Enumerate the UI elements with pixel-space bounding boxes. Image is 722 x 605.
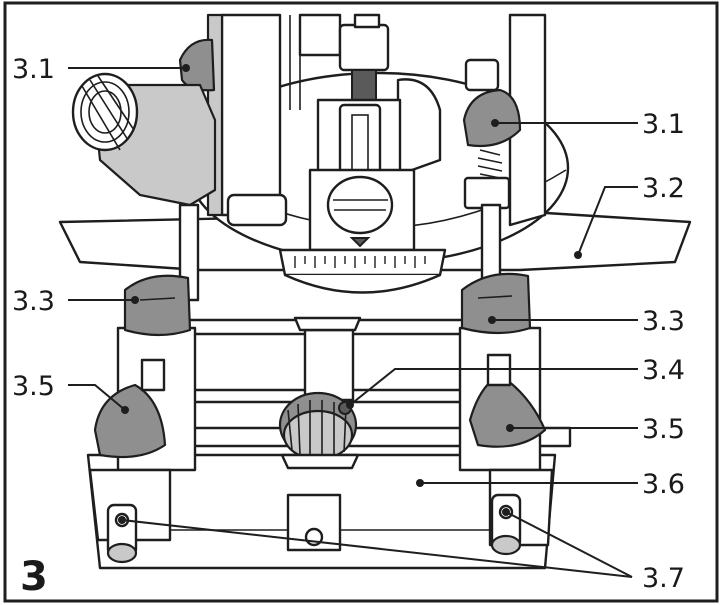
callout-3-6: 3.6 [642,469,685,500]
guide-pins [106,493,522,564]
scale-ticks [294,256,426,268]
callout-3-4: 3.4 [642,355,685,386]
callout-3-5-left: 3.5 [12,371,55,402]
dust-hose-ribs [71,72,139,152]
router-body [58,13,692,302]
callout-3-7: 3.7 [642,563,685,594]
callout-3-1-right: 3.1 [642,109,685,140]
callout-3-5-right: 3.5 [642,414,685,445]
callout-3-1-left: 3.1 [12,54,55,85]
leader-lines [68,64,638,578]
callout-3-3-left: 3.3 [12,286,55,317]
callout-3-2: 3.2 [642,173,685,204]
fine-adjust-knob [278,391,360,470]
figure-number: 3 [20,554,48,600]
callout-3-3-right: 3.3 [642,306,685,337]
figure-frame [3,1,719,603]
